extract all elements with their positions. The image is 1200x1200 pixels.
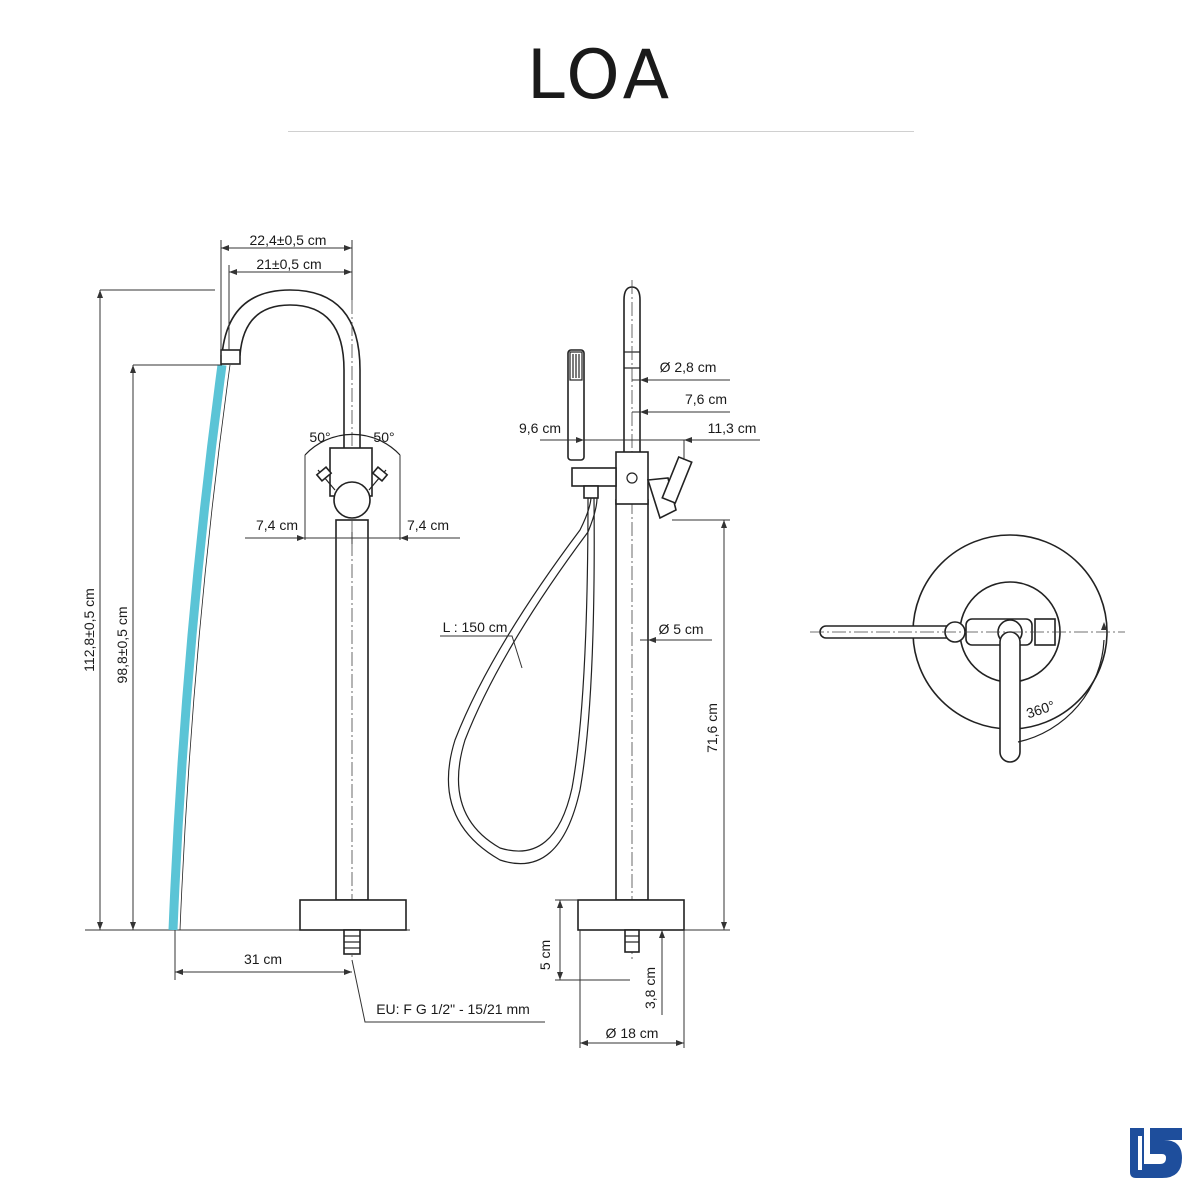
dim-96: 9,6 cm (519, 420, 561, 436)
lever-right-icon (371, 465, 389, 483)
dim-height-716: 71,6 cm (704, 703, 720, 753)
lever-left-icon (315, 465, 333, 483)
dim-lever-left: 7,4 cm (256, 517, 298, 533)
connector-front (624, 929, 640, 953)
lever-top (999, 631, 1021, 763)
dim-height-total: 112,8±0,5 cm (81, 588, 97, 672)
lever-handle (661, 455, 693, 505)
title-divider (288, 131, 914, 132)
hose-outlet (583, 485, 599, 499)
rotation-arc (1017, 639, 1105, 743)
dim-base-conn: 3,8 cm (642, 967, 658, 1009)
dim-connection: EU: F G 1/2" - 15/21 mm (376, 1001, 530, 1017)
diverter-arm (571, 467, 617, 487)
dim-height-spout: 98,8±0,5 cm (114, 607, 130, 684)
dim-width-inner: 21±0,5 cm (256, 256, 321, 272)
mixer-block (615, 451, 649, 505)
dim-base-diameter: Ø 18 cm (606, 1025, 659, 1041)
base-plate-front (577, 899, 685, 931)
dim-base-height: 5 cm (537, 940, 553, 970)
mixer-cartridge (333, 481, 371, 519)
hand-shower (567, 349, 585, 461)
base-plate (299, 899, 407, 931)
top-view (810, 534, 1125, 763)
dim-angle-left: 50° (309, 429, 330, 445)
dim-width-outer: 22,4±0,5 cm (250, 232, 327, 248)
side-view (85, 240, 545, 1023)
front-view (440, 280, 760, 1048)
dim-113: 11,3 cm (708, 420, 757, 436)
product-title: LOA (526, 36, 674, 115)
dim-lever-right: 7,4 cm (407, 517, 449, 533)
dim-76: 7,6 cm (685, 391, 727, 407)
aerator (220, 349, 241, 365)
dim-reach: 31 cm (244, 951, 282, 967)
dim-diameter-body: Ø 5 cm (658, 621, 703, 637)
dim-hose-length: L : 150 cm (443, 619, 508, 635)
shower-hose (447, 497, 595, 865)
dim-diameter-top: Ø 2,8 cm (660, 359, 717, 375)
dim-angle-right: 50° (373, 429, 394, 445)
angle-arc (304, 433, 401, 456)
gooseneck-spout (221, 289, 361, 461)
water-stream (168, 364, 227, 931)
brand-logo-icon (1130, 1128, 1182, 1178)
